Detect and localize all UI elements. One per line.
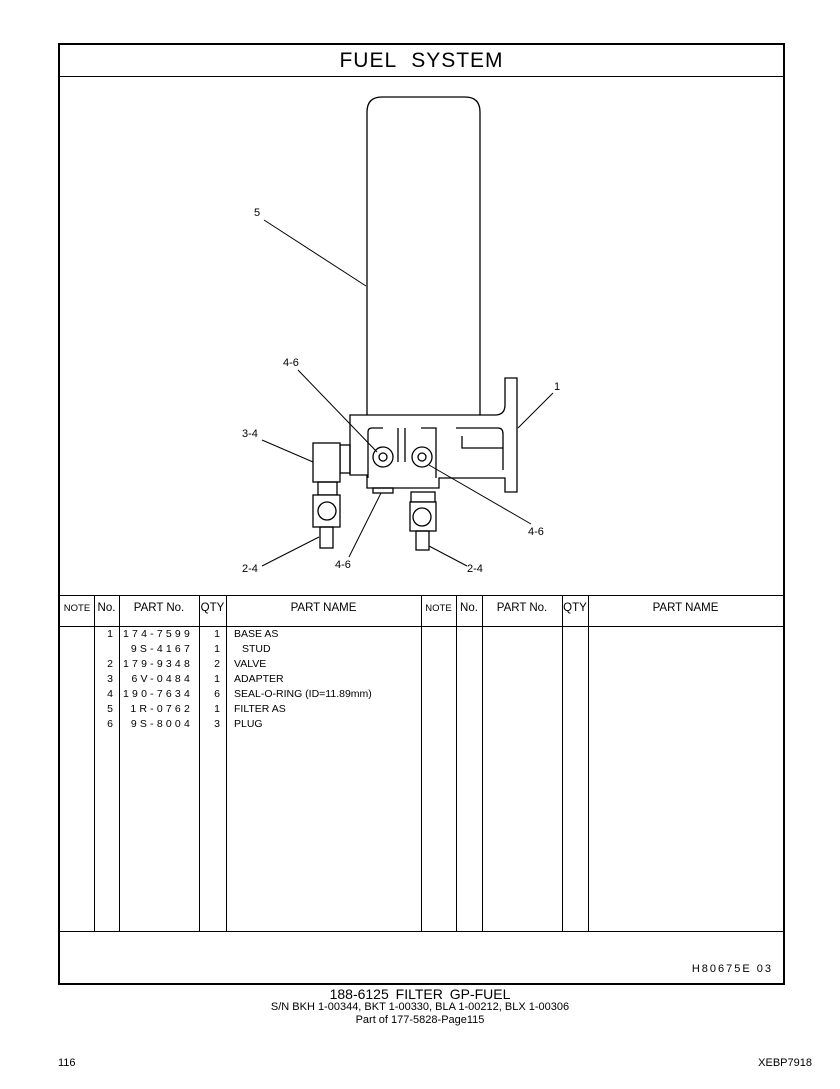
header-part-no-2: PART No. (496, 602, 548, 614)
callout-3-4: 3-4 (242, 428, 258, 440)
row-part-name: PLUG (234, 718, 263, 730)
document-id: XEBP7918 (758, 1057, 812, 1069)
fuel-filter (366, 96, 481, 415)
column-divider (199, 595, 200, 932)
row-part-number: 6V-0484 (131, 673, 193, 685)
row-part-name: FILTER AS (234, 703, 286, 715)
row-qty: 1 (214, 703, 220, 715)
callout-1: 1 (554, 381, 560, 393)
valve-right (409, 491, 437, 551)
serial-numbers: S/N BKH 1-00344, BKT 1-00330, BLA 1-0021… (270, 1001, 570, 1013)
group-title: 188-6125 FILTER GP-FUEL (329, 986, 511, 1002)
row-qty: 6 (214, 688, 220, 700)
row-part-number: 190-7634 (123, 688, 193, 700)
header-note-2: NOTE (425, 603, 452, 614)
row-number: 6 (107, 718, 113, 730)
row-number: 2 (107, 658, 113, 670)
column-divider (562, 595, 563, 932)
page-frame: FUEL SYSTEM NOTE No. PART No. QTY PART N… (58, 43, 785, 985)
column-divider (482, 595, 483, 932)
row-number: 1 (107, 628, 113, 640)
callout-4-6-top: 4-6 (283, 357, 299, 369)
row-part-number: 1R-0762 (130, 703, 193, 715)
header-no: No. (97, 602, 116, 614)
row-number: 5 (107, 703, 113, 715)
column-divider (588, 595, 589, 932)
row-part-number: 179-9348 (123, 658, 193, 670)
row-part-name: STUD (242, 643, 271, 655)
row-part-number: 9S-8004 (130, 718, 193, 730)
row-part-number: 9S-4167 (130, 643, 193, 655)
header-note: NOTE (63, 603, 91, 614)
row-qty: 1 (214, 673, 220, 685)
row-part-name: ADAPTER (234, 673, 284, 685)
column-divider (456, 595, 457, 932)
callout-2-4-right: 2-4 (467, 563, 483, 575)
leader-lines (261, 219, 554, 567)
header-part-name-2: PART NAME (652, 602, 719, 614)
header-qty-2: QTY (563, 602, 587, 614)
callout-2-4-left: 2-4 (242, 563, 258, 575)
column-divider (421, 595, 422, 932)
row-part-name: BASE AS (234, 628, 279, 640)
callout-5: 5 (254, 207, 260, 219)
row-qty: 1 (214, 643, 220, 655)
header-no-2: No. (460, 602, 478, 614)
part-of-reference: Part of 177-5828-Page115 (355, 1014, 485, 1026)
page-title: FUEL SYSTEM (60, 45, 783, 77)
column-divider (94, 595, 95, 932)
row-qty: 3 (214, 718, 220, 730)
row-part-number: 174-7599 (123, 628, 193, 640)
adapter-valve-left (312, 442, 351, 549)
row-number: 3 (107, 673, 113, 685)
column-divider (226, 595, 227, 932)
table-bottom-divider (60, 931, 783, 932)
row-qty: 1 (214, 628, 220, 640)
callout-4-6-right: 4-6 (528, 526, 544, 538)
column-divider (119, 595, 120, 932)
header-part-name: PART NAME (290, 602, 357, 614)
header-qty: QTY (200, 602, 225, 614)
illustration-code: H80675E 03 (691, 963, 773, 975)
page-number: 116 (58, 1057, 76, 1069)
row-part-name: VALVE (234, 658, 267, 670)
filter-base (349, 377, 518, 494)
row-number: 4 (107, 688, 113, 700)
row-part-name: SEAL-O-RING (ID=11.89mm) (234, 688, 372, 700)
row-qty: 2 (214, 658, 220, 670)
callout-4-6-bottom: 4-6 (335, 559, 351, 571)
header-part-no: PART No. (133, 602, 185, 614)
